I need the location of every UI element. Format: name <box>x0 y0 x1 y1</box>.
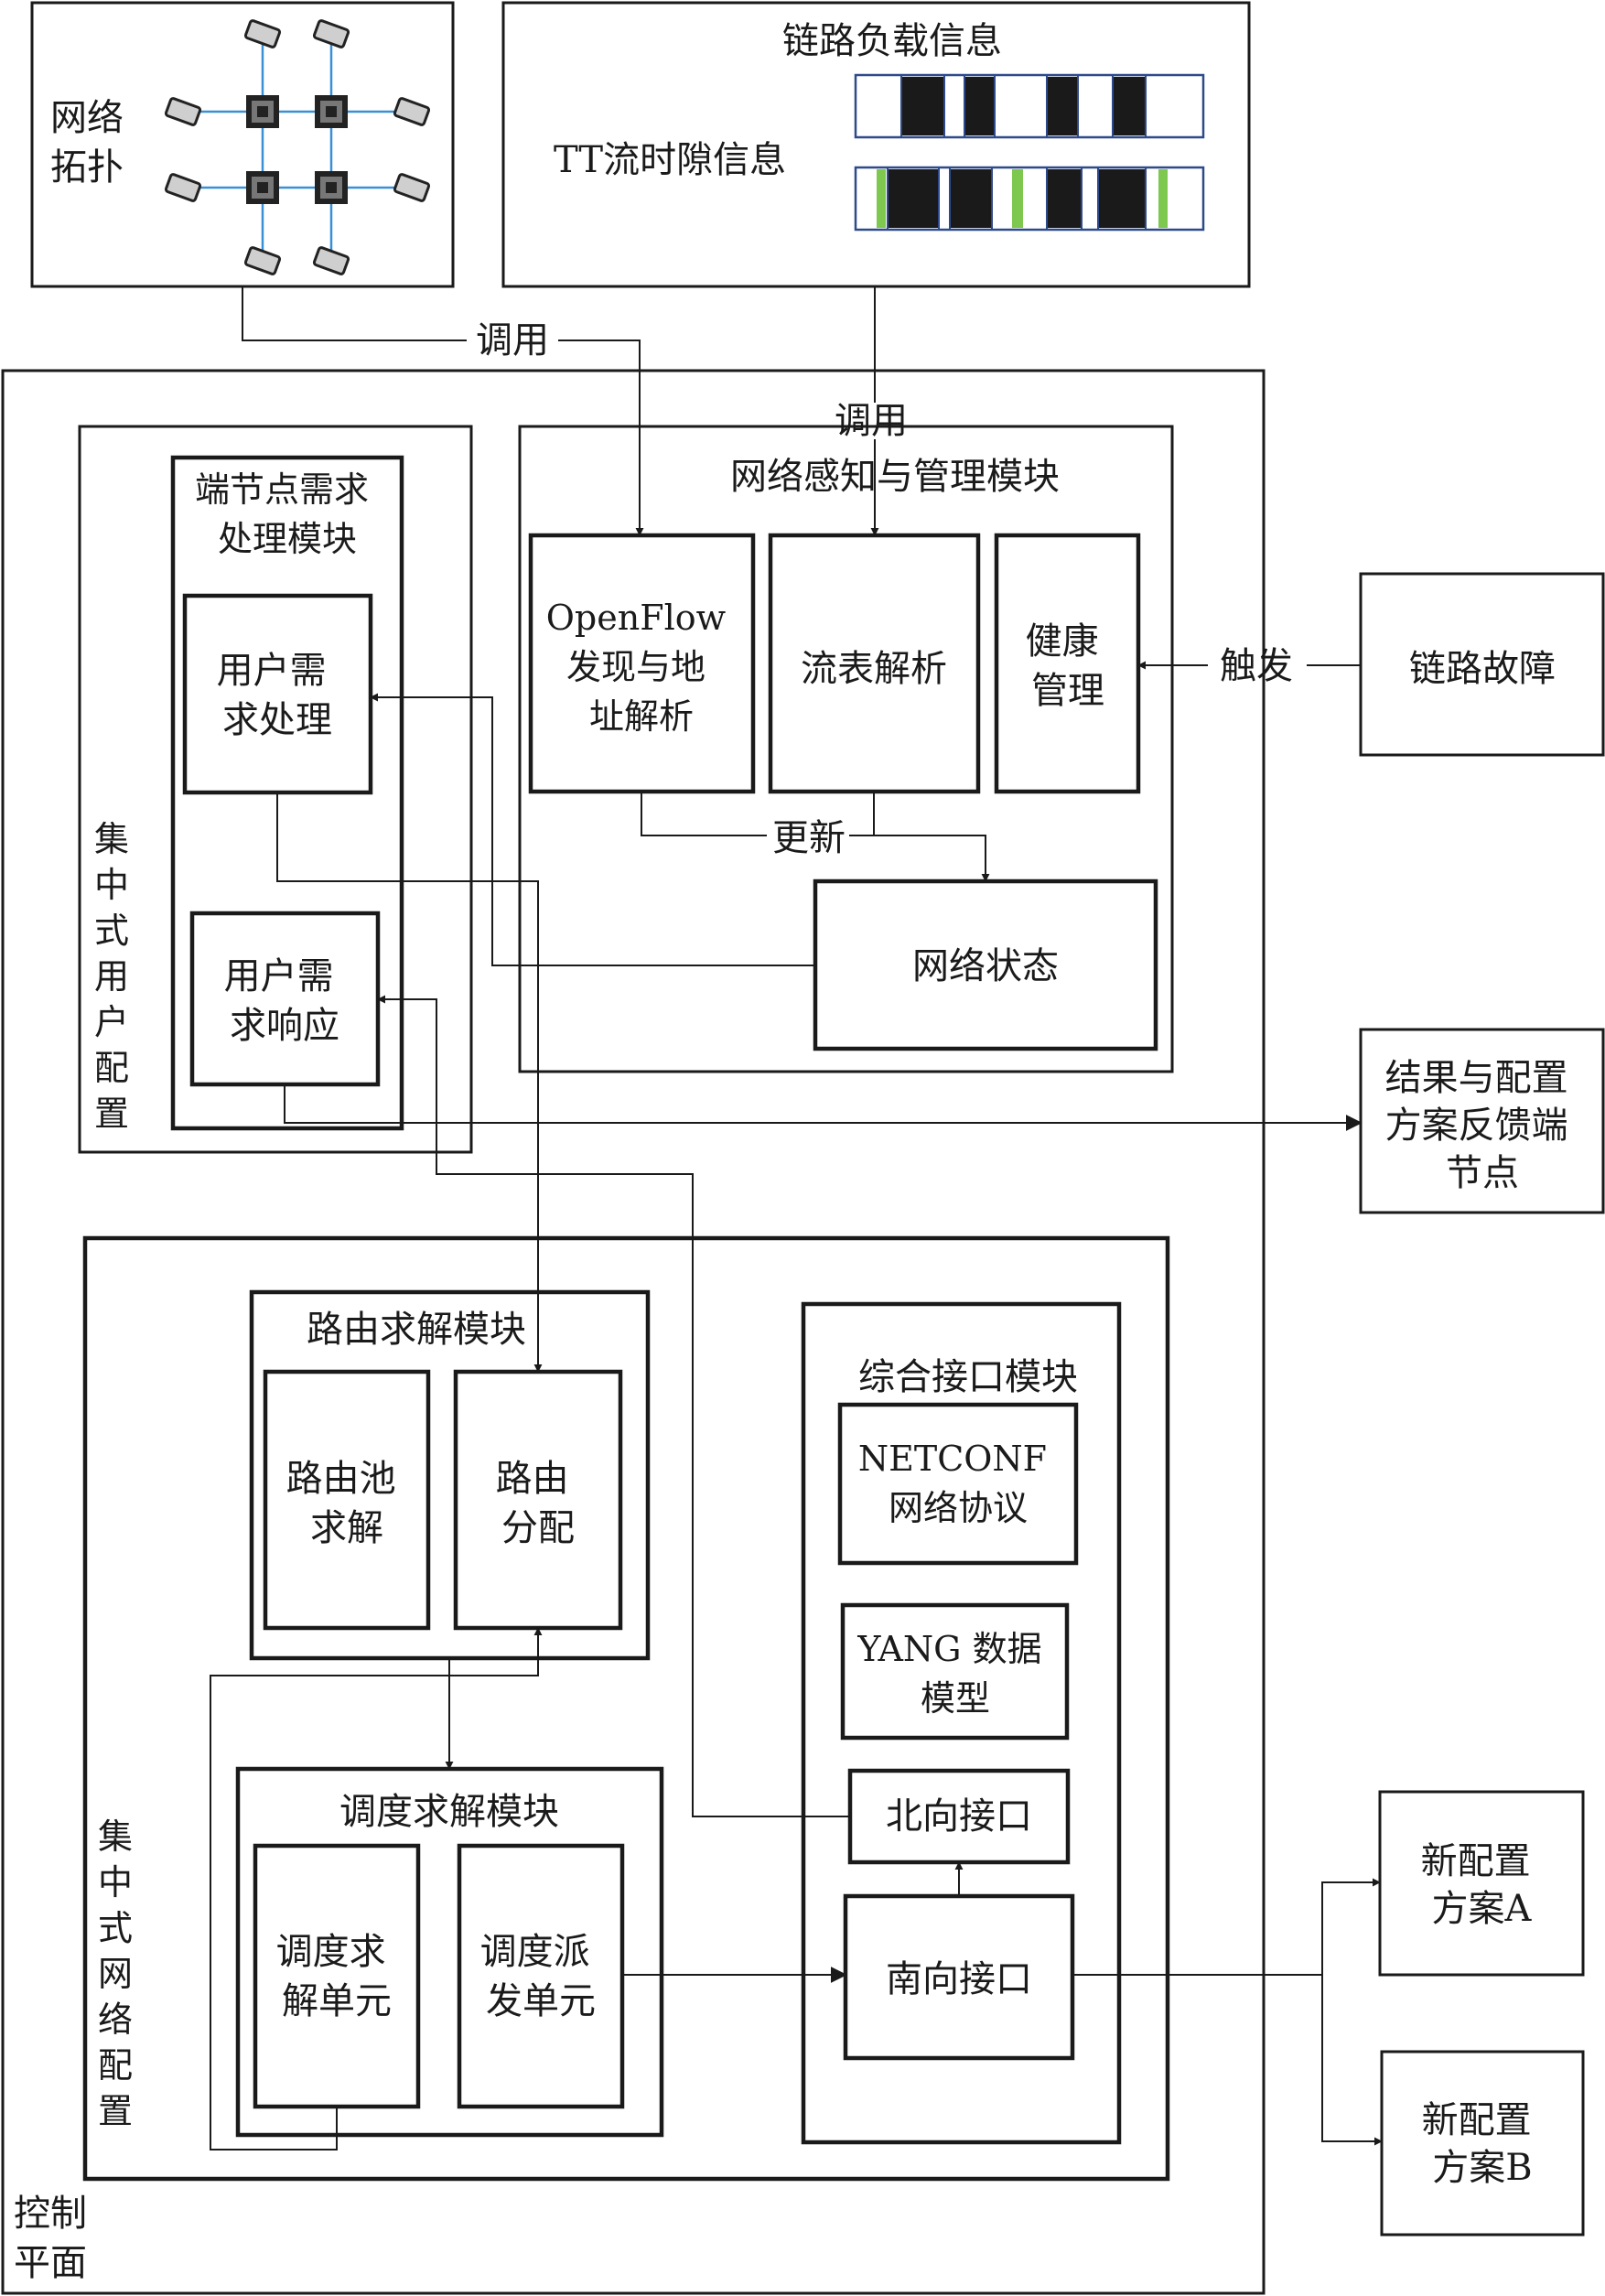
topology-graph <box>164 19 431 275</box>
call-label-left: 调用 <box>476 319 549 361</box>
svg-text:网络状态: 网络状态 <box>912 945 1059 987</box>
end-node-icon <box>393 97 431 126</box>
switch-icon <box>246 95 279 128</box>
svg-text:调度派 发单元: 调度派 发单元 <box>480 1931 602 2022</box>
call-label-right: 调用 <box>835 400 908 442</box>
southbound-interface-box: 南向接口 <box>843 1893 1075 2061</box>
link-info-box: 链路负载信息 TT流时隙信息 <box>501 1 1251 288</box>
svg-text:结果与配置 方案反馈端 节点: 结果与配置 方案反馈端 节点 <box>1385 1057 1580 1194</box>
end-node-demand-module: 端节点需求 处理模块 用户需 求处理 用户需 求响应 <box>170 455 404 1131</box>
link-load-title: 链路负载信息 <box>782 20 1002 62</box>
routing-solve-module: 路由求解模块 路由池 求解 路由 分配 <box>249 1289 651 1661</box>
update-line-openflow <box>641 792 767 836</box>
response-to-feedback-arrow <box>284 1084 1363 1131</box>
svg-text:健康 管理: 健康 管理 <box>1026 620 1111 712</box>
control-plane-label: 控制 平面 <box>14 2193 99 2284</box>
switch-icon <box>315 95 348 128</box>
openflow-box: OpenFlow 发现与地 址解析 <box>528 533 756 794</box>
network-management-title: 网络感知与管理模块 <box>730 456 1060 498</box>
feedback-box: 结果与配置 方案反馈端 节点 <box>1359 1028 1605 1214</box>
config-b-box: 新配置 方案B <box>1380 2050 1585 2237</box>
switch-icon <box>315 171 348 204</box>
state-to-demand-processing-arrow <box>370 693 815 966</box>
switch-icon <box>246 171 279 204</box>
network-topology-box: 网络 拓扑 <box>30 1 455 288</box>
flow-table-box: 流表解析 <box>768 533 981 794</box>
health-management-box: 健康 管理 <box>994 533 1141 794</box>
svg-text:OpenFlow 发现与地: OpenFlow 发现与地 址解析 <box>546 598 737 737</box>
end-node-icon <box>243 246 282 275</box>
svg-text:用户需 求响应: 用户需 求响应 <box>224 955 346 1047</box>
svg-text:YANG 数据 模型: YANG 数据 模型 <box>856 1629 1052 1719</box>
southbound-to-config-a-arrow <box>1321 1878 1381 1975</box>
southbound-to-config-b-arrow <box>1321 1975 1383 2146</box>
user-demand-response-box: 用户需 求响应 <box>189 911 381 1087</box>
svg-text:NETCONF 网络协议: NETCONF 网络协议 <box>858 1439 1058 1528</box>
call-arrow-topology-tail <box>558 340 644 536</box>
northbound-to-response-arrow <box>377 995 850 1817</box>
svg-text:流表解析: 流表解析 <box>801 648 947 690</box>
integrated-interface-module: 综合接口模块 NETCONF 网络协议 YANG 数据 模型 北向接口 南向接口 <box>801 1301 1122 2145</box>
schedule-dispatch-unit-box: 调度派 发单元 <box>457 1843 625 2109</box>
svg-text:路由池 求解: 路由池 求解 <box>286 1458 408 1549</box>
end-node-icon <box>164 97 202 126</box>
svg-text:北向接口: 北向接口 <box>886 1795 1032 1838</box>
end-node-icon <box>312 246 350 275</box>
svg-text:调度求 解单元: 调度求 解单元 <box>276 1931 398 2022</box>
schedule-solve-unit-box: 调度求 解单元 <box>253 1843 421 2109</box>
svg-text:新配置 方案A: 新配置 方案A <box>1421 1840 1543 1930</box>
end-node-icon <box>393 173 431 202</box>
connectors: 调用 调用 触发 更新 <box>210 286 1383 2150</box>
network-management-module: 网络感知与管理模块 OpenFlow 发现与地 址解析 流表解析 健康 管理 网… <box>518 425 1174 1073</box>
demand-to-route-assign-arrow <box>276 792 543 1373</box>
svg-text:新配置 方案B: 新配置 方案B <box>1422 2099 1544 2189</box>
call-arrow-topology <box>242 286 467 341</box>
route-assign-box: 路由 分配 <box>453 1369 623 1631</box>
network-state-box: 网络状态 <box>813 879 1158 1051</box>
update-arrow <box>849 835 990 882</box>
integrated-interface-title: 综合接口模块 <box>858 1356 1078 1398</box>
config-a-box: 新配置 方案A <box>1378 1790 1585 1977</box>
end-node-icon <box>243 19 282 49</box>
centralized-network-config-box <box>82 1235 1170 2182</box>
centralized-user-config-label: 集 中 式 用 户 配 置 <box>94 819 140 1134</box>
end-node-demand-module-title: 端节点需求 处理模块 <box>195 469 380 559</box>
svg-text:链路故障: 链路故障 <box>1409 648 1556 690</box>
yang-box: YANG 数据 模型 <box>840 1602 1070 1741</box>
netconf-box: NETCONF 网络协议 <box>837 1402 1079 1566</box>
end-node-icon <box>164 173 202 202</box>
svg-text:南向接口: 南向接口 <box>886 1958 1032 2000</box>
tt-slot-title: TT流时隙信息 <box>554 139 786 181</box>
trigger-label: 触发 <box>1220 645 1293 687</box>
northbound-interface-box: 北向接口 <box>847 1768 1071 1865</box>
solve-unit-to-route-assign-arrow <box>210 1627 543 2150</box>
scheduling-solve-title: 调度求解模块 <box>339 1791 559 1833</box>
centralized-network-config-label: 集 中 式 网 络 配 置 <box>98 1816 144 2131</box>
scheduling-solve-module: 调度求解模块 调度求 解单元 调度派 发单元 <box>235 1766 664 2138</box>
link-failure-box: 链路故障 <box>1359 572 1605 757</box>
topology-label: 网络 拓扑 <box>50 97 135 189</box>
update-label: 更新 <box>772 817 846 859</box>
route-pool-box: 路由池 求解 <box>263 1369 431 1631</box>
centralized-user-config-box <box>78 425 473 1154</box>
end-node-icon <box>312 19 350 49</box>
tt-slot-bar <box>854 166 1205 232</box>
user-demand-processing-box: 用户需 求处理 <box>182 593 373 795</box>
control-plane-box <box>1 369 1266 2295</box>
link-load-slot-bar <box>854 73 1205 139</box>
svg-text:路由 分配: 路由 分配 <box>496 1458 581 1549</box>
routing-solve-title: 路由求解模块 <box>307 1309 526 1351</box>
svg-text:用户需 求处理: 用户需 求处理 <box>217 650 339 741</box>
